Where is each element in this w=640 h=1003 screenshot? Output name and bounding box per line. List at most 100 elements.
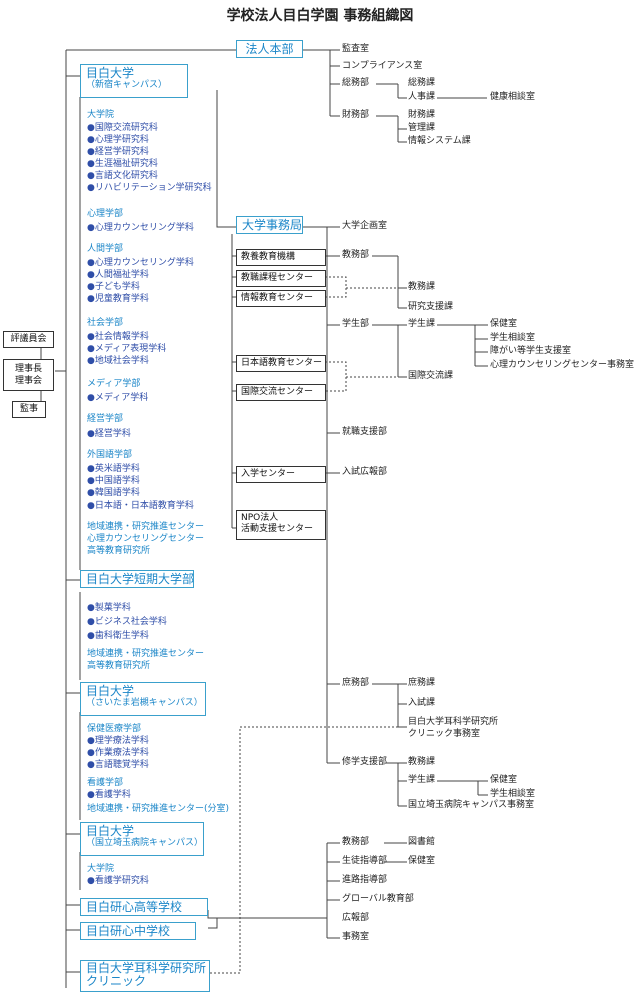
program-line: ●経営学科 (87, 429, 131, 439)
shushoku-label: 就職支援部 (342, 427, 388, 437)
joho-label: 情報システム課 (408, 136, 471, 146)
npo-line2: 活動支援センター (241, 524, 314, 534)
somubu-label: 総務部 (342, 78, 370, 88)
program-line: 保健医療学部 (87, 724, 142, 734)
kikaku-label: 大学企画室 (342, 221, 388, 231)
clinic-box: 目白大学耳科学研究所 クリニック (80, 960, 210, 992)
zaimuka-label: 財務課 (408, 110, 436, 120)
program-line: ●日本語・日本語教育学科 (87, 501, 194, 511)
gakuseisodan2-label: 学生相談室 (490, 789, 536, 799)
hokenshitsu-label: 保健室 (490, 319, 518, 329)
mejiro-shinjuku-box: 目白大学 （新宿キャンパス） (80, 64, 188, 98)
program-line: ●言語聴覚学科 (87, 760, 149, 770)
program-line: ●看護学研究科 (87, 876, 149, 886)
mejiro-saitama-name: 目白大学 (86, 824, 135, 838)
program-line: ●子ども学科 (87, 282, 140, 292)
program-line: ●リハビリテーション学研究科 (87, 183, 212, 193)
clinic-line2: クリニック (86, 974, 147, 988)
jika-line2: クリニック事務室 (408, 729, 481, 739)
kokusai-ka-label: 国際交流課 (408, 371, 454, 381)
mejiro-shinjuku-campus: （新宿キャンパス） (86, 80, 168, 90)
gakuseika2-label: 学生課 (408, 775, 436, 785)
kenkyushien-label: 研究支援課 (408, 302, 454, 312)
program-line: ●地域社会学科 (87, 356, 149, 366)
program-line: ●理学療法学科 (87, 736, 149, 746)
kansa-label: 監査室 (342, 44, 370, 54)
mejiro-saitama-box: 目白大学 （国立埼玉病院キャンパス） (80, 822, 204, 856)
saitama-jimu-label: 国立埼玉病院キャンパス事務室 (408, 800, 535, 810)
jimukyoku-box: 大学事務局 (236, 216, 303, 234)
program-line: ●社会情報学科 (87, 332, 149, 342)
rijicho-label: 理事長 (14, 364, 42, 374)
kanrika-label: 管理課 (408, 123, 436, 133)
shomuka-label: 庶務課 (408, 678, 436, 688)
hokenshitsu2-label: 保健室 (490, 775, 518, 785)
global-label: グローバル教育部 (342, 894, 414, 904)
kokusai-center-box: 国際交流センター (236, 384, 326, 401)
program-line: 地域連携・研究推進センター (87, 522, 205, 532)
program-line: ●韓国語学科 (87, 488, 140, 498)
program-line: ●メディア表現学科 (87, 344, 167, 354)
program-line: 高等教育研究所 (87, 661, 151, 671)
program-line: ●製菓学科 (87, 603, 131, 613)
program-line: 地域連携・研究推進センター (87, 649, 205, 659)
program-line: ●人間福祉学科 (87, 270, 149, 280)
mejiro-iwatsuki-box: 目白大学 （さいたま岩槻キャンパス） (80, 682, 206, 716)
shugakubu-label: 修学支援部 (342, 757, 388, 767)
program-line: ●中国語学科 (87, 476, 140, 486)
program-line: ●英米語学科 (87, 464, 140, 474)
kyomubu-label: 教務部 (342, 250, 370, 260)
program-line: ●経営学研究科 (87, 147, 149, 157)
kanji-box: 監事 (12, 401, 46, 418)
mejiro-iwatsuki-campus: （さいたま岩槻キャンパス） (86, 698, 203, 708)
school-kyomubu-label: 教務部 (342, 837, 370, 847)
program-line: 看護学部 (87, 778, 124, 788)
program-line: 心理学部 (87, 209, 124, 219)
clinic-line1: 目白大学耳科学研究所 (86, 961, 207, 975)
program-line: 心理カウンセリングセンター (87, 534, 205, 544)
kyoshoku-box: 教職課程センター (236, 270, 326, 287)
shogai-label: 障がい等学生支援室 (490, 346, 572, 356)
program-line: 経営学部 (87, 414, 124, 424)
seito-label: 生徒指導部 (342, 856, 388, 866)
npo-line1: NPO法人 (241, 513, 279, 523)
kenko-label: 健康相談室 (490, 92, 536, 102)
kyomuka2-label: 教務課 (408, 757, 436, 767)
nihongo-box: 日本語教育センター (236, 355, 326, 372)
program-line: 大学院 (87, 110, 115, 120)
joho-center-box: 情報教育センター (236, 290, 326, 307)
honbu-box: 法人本部 (236, 40, 303, 58)
program-line: ●心理カウンセリング学科 (87, 223, 194, 233)
zaimubu-label: 財務部 (342, 110, 370, 120)
jimushitsu-label: 事務室 (342, 932, 370, 942)
program-line: ●歯科衛生学科 (87, 631, 149, 641)
somuka-label: 総務課 (408, 78, 436, 88)
program-line: メディア学部 (87, 379, 141, 389)
gakuseibu-label: 学生部 (342, 319, 370, 329)
toshokan-label: 図書館 (408, 837, 436, 847)
high-school-box: 目白研心高等学校 (80, 898, 208, 916)
mejiro-shinjuku-name: 目白大学 (86, 66, 135, 80)
shinro-label: 進路指導部 (342, 875, 388, 885)
program-line: ●言語文化研究科 (87, 171, 158, 181)
program-line: 社会学部 (87, 318, 124, 328)
program-line: 人間学部 (87, 244, 124, 254)
school-hokenshitsu-label: 保健室 (408, 856, 436, 866)
program-line: ●心理カウンセリング学科 (87, 258, 194, 268)
koho-label: 広報部 (342, 913, 370, 923)
program-line: 地域連携・研究推進センター(分室) (87, 804, 230, 814)
rijikai-label: 理事会 (14, 376, 42, 386)
program-line: ●ビジネス社会学科 (87, 617, 167, 627)
program-line: ●メディア学科 (87, 393, 149, 403)
nyushika-label: 入試課 (408, 698, 436, 708)
mejiro-saitama-campus: （国立埼玉病院キャンパス） (86, 838, 204, 848)
compliance-label: コンプライアンス室 (342, 61, 423, 71)
kyoyo-box: 教養教育機構 (236, 249, 326, 266)
junior-high-box: 目白研心中学校 (80, 922, 196, 940)
program-line: 外国語学部 (87, 450, 133, 460)
program-line: ●国際交流研究科 (87, 123, 158, 133)
mejiro-iwatsuki-name: 目白大学 (86, 684, 135, 698)
nyushi-koho-label: 入試広報部 (342, 467, 388, 477)
program-line: 高等教育研究所 (87, 546, 151, 556)
npo-box: NPO法人 活動支援センター (236, 510, 326, 540)
